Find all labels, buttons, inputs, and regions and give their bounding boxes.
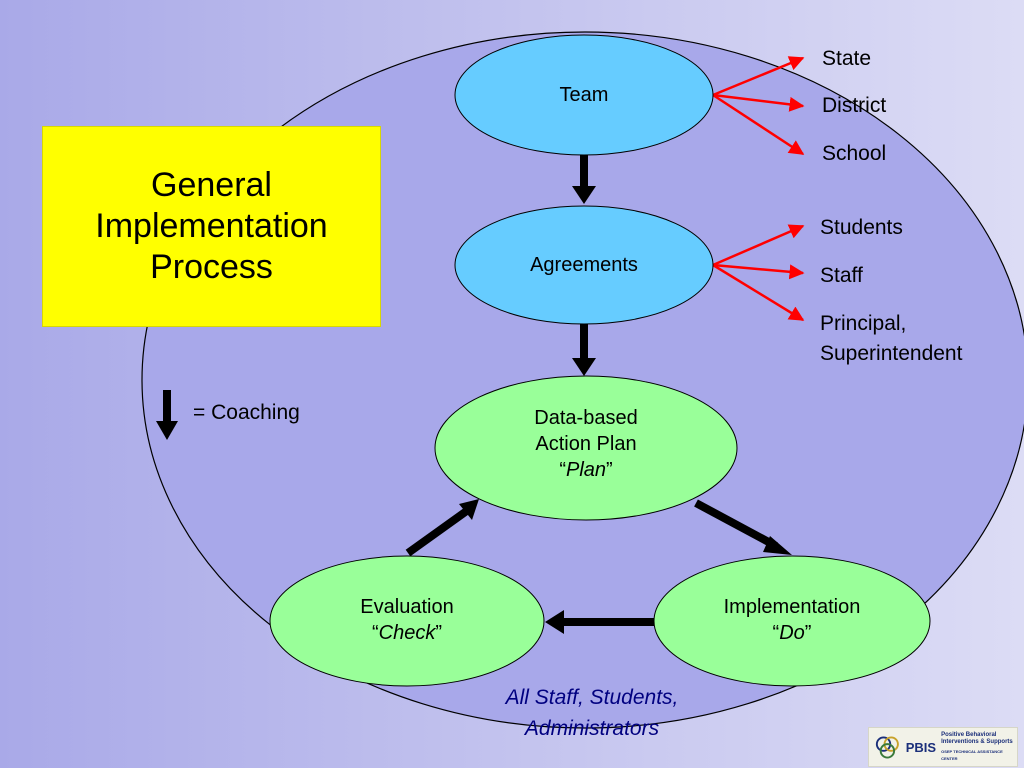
- team-node: [454, 34, 714, 156]
- do-quote: Do: [779, 622, 805, 644]
- implementation-node: [653, 555, 931, 687]
- evaluation-node: [269, 555, 545, 687]
- agreement-target-staff: Staff: [820, 264, 863, 287]
- agreements-node: [454, 205, 714, 325]
- coaching-arrow-do-check: [545, 610, 654, 634]
- agreement-target-students: Students: [820, 216, 903, 239]
- team-target-district: District: [822, 94, 887, 117]
- coaching-arrow-team-agreements: [572, 152, 596, 204]
- action-plan-label: Data-based Action Plan “Plan”: [534, 407, 638, 481]
- scope-caption: All Staff, Students, Administrators: [505, 686, 679, 740]
- pbis-logo-icon: [875, 736, 899, 759]
- pbis-logo: PBIS Positive Behavioral Interventions &…: [868, 727, 1018, 767]
- team-fan-arrows: [712, 56, 805, 156]
- agreements-label: Agreements: [530, 254, 638, 276]
- coaching-arrow-check-plan: [405, 499, 479, 557]
- evaluation-label: Evaluation “Check”: [360, 596, 454, 644]
- check-quote: Check: [378, 622, 436, 644]
- agreement-target-principal: Principal,: [820, 312, 907, 335]
- team-label: Team: [559, 84, 609, 106]
- page-title: General Implementation Process: [95, 166, 328, 286]
- team-target-school: School: [822, 142, 887, 165]
- agreement-target-superintendent: Superintendent: [820, 342, 963, 365]
- action-plan-node: [434, 375, 738, 521]
- coaching-legend-label: = Coaching: [193, 401, 300, 424]
- team-target-state: State: [822, 47, 872, 70]
- coaching-arrow-plan-do: [694, 499, 792, 555]
- agreements-fan-arrows: [712, 224, 805, 322]
- title-box: General Implementation Process: [42, 126, 381, 327]
- coaching-arrow-agreements-plan: [572, 323, 596, 376]
- implementation-label: Implementation “Do”: [723, 596, 861, 644]
- coaching-legend-arrow: [156, 390, 178, 440]
- pbis-logo-name: PBIS: [905, 739, 937, 755]
- plan-quote: Plan: [565, 459, 607, 481]
